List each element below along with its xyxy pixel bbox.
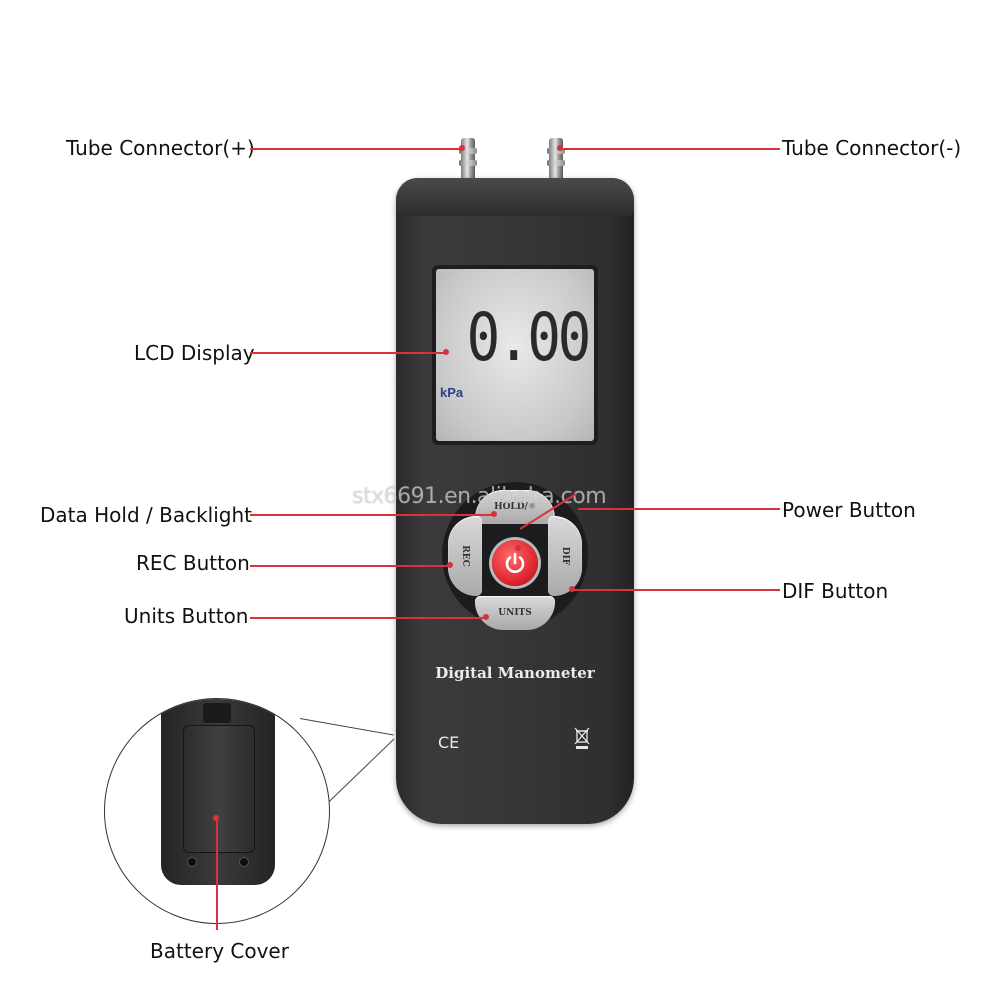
leader-dot-tube-plus xyxy=(459,145,465,151)
ce-mark: CE xyxy=(438,733,460,752)
watermark: stx6691.en.alibaba.com xyxy=(352,484,607,509)
inset-connector-line-top xyxy=(299,718,394,736)
device-top-cap xyxy=(396,178,634,216)
leader-tube-plus xyxy=(250,148,462,150)
label-tube-connector-plus: Tube Connector(+) xyxy=(66,136,255,160)
label-data-hold-backlight: Data Hold / Backlight xyxy=(40,503,252,527)
rec-button-label: REC xyxy=(459,545,470,567)
leader-power-h xyxy=(578,508,780,510)
units-button-label: UNITS xyxy=(498,608,532,618)
leader-dot-power xyxy=(515,545,521,551)
label-dif-button: DIF Button xyxy=(782,579,889,603)
label-tube-connector-minus: Tube Connector(-) xyxy=(782,136,962,160)
lcd-unit: kPa xyxy=(440,385,464,400)
leader-dot-dif xyxy=(569,586,575,592)
brand-text: Digital Manometer xyxy=(435,664,595,682)
hold-backlight-button[interactable]: HOLD/☼ xyxy=(475,490,555,524)
leader-hold xyxy=(250,514,494,516)
leader-rec xyxy=(250,565,450,567)
leader-lcd xyxy=(250,352,446,354)
leader-dot-rec xyxy=(447,562,453,568)
label-power-button: Power Button xyxy=(782,498,916,522)
leader-tube-minus xyxy=(560,148,780,150)
leader-battery xyxy=(216,818,218,930)
crossed-bin-icon xyxy=(574,727,590,749)
label-battery-cover: Battery Cover xyxy=(150,939,289,963)
leader-dot-lcd xyxy=(443,349,449,355)
leader-dot-battery xyxy=(213,815,219,821)
battery-cover-inset xyxy=(104,698,330,924)
lcd-display: 0.00 kPa xyxy=(436,269,594,441)
label-units-button: Units Button xyxy=(124,604,249,628)
leader-units xyxy=(250,617,486,619)
lcd-reading: 0.00 xyxy=(466,299,591,376)
inset-connector-line-bottom xyxy=(321,738,395,809)
hold-button-label: HOLD/☼ xyxy=(494,502,536,512)
leader-dot-tube-minus xyxy=(557,145,563,151)
power-icon xyxy=(505,552,525,573)
leader-dif xyxy=(572,589,780,591)
battery-cover xyxy=(183,725,255,853)
units-button[interactable]: UNITS xyxy=(475,596,555,630)
rec-button[interactable]: REC xyxy=(448,516,482,596)
label-lcd-display: LCD Display xyxy=(134,341,255,365)
dif-button-label: DIF xyxy=(560,546,570,566)
label-rec-button: REC Button xyxy=(136,551,250,575)
screw-right xyxy=(239,857,249,867)
battery-latch xyxy=(203,703,231,723)
leader-dot-hold xyxy=(491,511,497,517)
screw-left xyxy=(187,857,197,867)
dif-button[interactable]: DIF xyxy=(548,516,582,596)
leader-dot-units xyxy=(483,614,489,620)
